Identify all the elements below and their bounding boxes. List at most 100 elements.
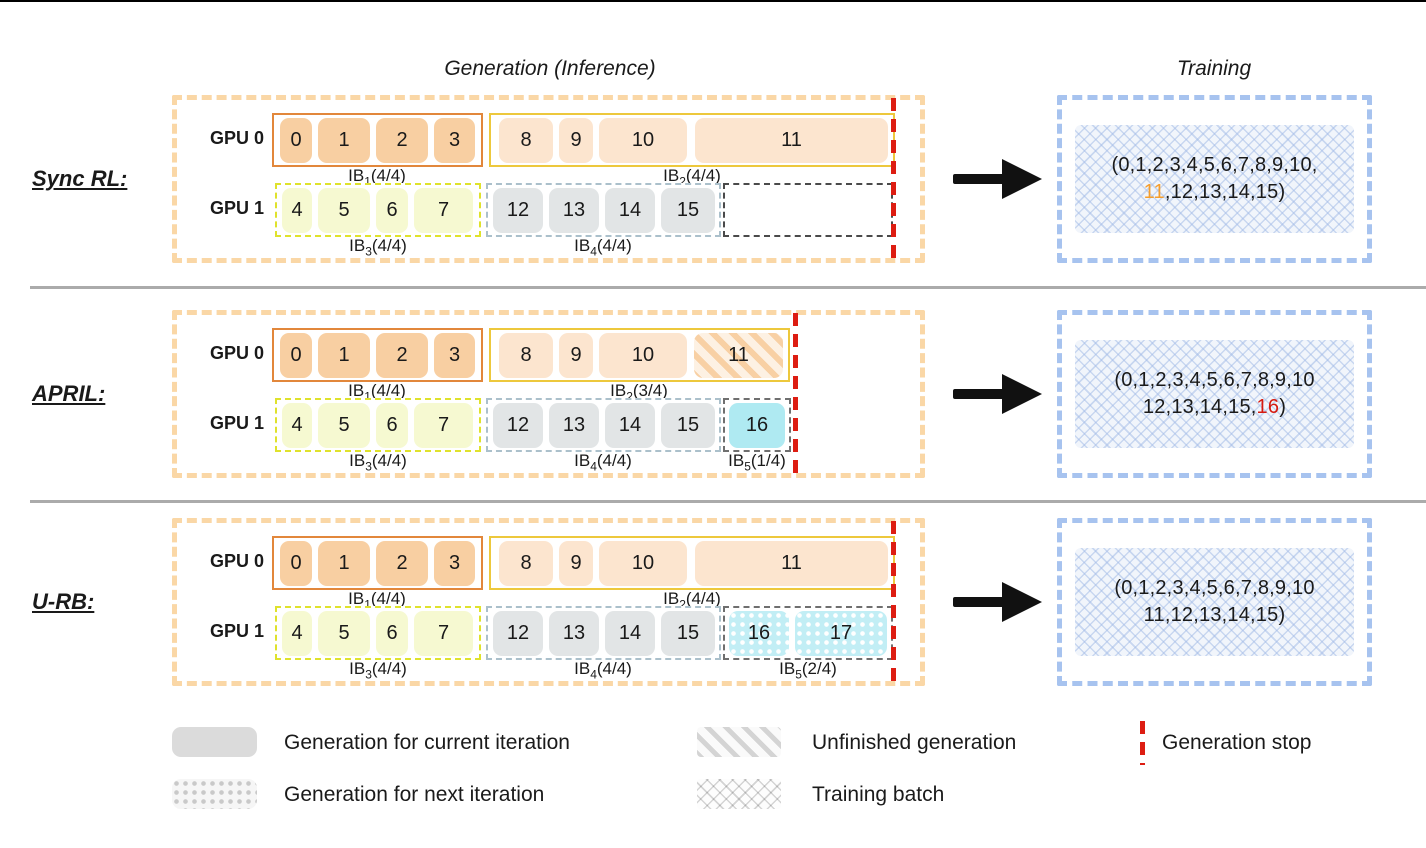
block-11-u-rb: 11 — [695, 541, 888, 586]
training-batch-segment: (0,1,2,3,4,5,6,7,8,9,10 — [1114, 577, 1315, 599]
block-15-april: 15 — [661, 403, 715, 448]
training-box-u-rb — [1057, 518, 1372, 686]
training-batch-line-2-april: 12,13,14,15,16) — [1143, 394, 1286, 421]
legend-swatch-gen-current — [172, 727, 257, 757]
row-label-u-rb: U-RB: — [32, 589, 95, 614]
arrow-icon-u-rb — [950, 579, 1045, 625]
block-4-u-rb: 4 — [282, 611, 312, 656]
legend-swatch-unfinished — [697, 727, 781, 757]
training-batch-panel-april — [1075, 340, 1354, 448]
training-batch-line-2-u-rb: 11,12,13,14,15) — [1144, 602, 1286, 629]
block-2-april: 2 — [376, 333, 428, 378]
ib-label-4-u-rb: IB4(4/4) — [574, 659, 632, 682]
block-10-april: 10 — [599, 333, 687, 378]
training-box-sync-rl — [1057, 95, 1372, 263]
block-13-u-rb: 13 — [549, 611, 599, 656]
ib-label-4-april: IB4(4/4) — [574, 451, 632, 474]
block-2-sync-rl: 2 — [376, 118, 428, 163]
block-3-sync-rl: 3 — [434, 118, 475, 163]
ib-label-2-u-rb: IB2(4/4) — [663, 589, 721, 612]
block-6-april: 6 — [376, 403, 408, 448]
gpu1-label-u-rb: GPU 1 — [209, 621, 264, 641]
ib-label-1-april: IB1(4/4) — [348, 381, 406, 404]
training-batch-segment: (0,1,2,3,4,5,6,7,8,9,10 — [1114, 369, 1315, 391]
legend-label-gen-stop: Generation stop — [1162, 731, 1312, 754]
training-batch-panel-sync-rl — [1075, 125, 1354, 233]
ib-label-1-sync-rl: IB1(4/4) — [348, 166, 406, 189]
training-header: Training — [1176, 57, 1252, 80]
generation-stop-line-april — [793, 313, 798, 475]
block-7-sync-rl: 7 — [414, 188, 473, 233]
block-8-april: 8 — [499, 333, 553, 378]
row-label-april: APRIL: — [32, 381, 106, 406]
generation-stop-line-sync-rl — [891, 98, 896, 260]
block-10-u-rb: 10 — [599, 541, 687, 586]
legend-label-training-batch: Training batch — [812, 783, 945, 806]
block-11-sync-rl: 11 — [695, 118, 888, 163]
training-batch-panel-u-rb — [1075, 548, 1354, 656]
block-3-u-rb: 3 — [434, 541, 475, 586]
block-9-u-rb: 9 — [559, 541, 593, 586]
generation-box-april — [172, 310, 925, 478]
block-2-u-rb: 2 — [376, 541, 428, 586]
block-4-sync-rl: 4 — [282, 188, 312, 233]
block-15-u-rb: 15 — [661, 611, 715, 656]
legend-swatch-training-batch — [697, 779, 781, 809]
gpu0-label-april: GPU 0 — [209, 343, 264, 363]
block-5-april: 5 — [318, 403, 370, 448]
row-separator-2 — [30, 500, 1426, 503]
block-12-sync-rl: 12 — [493, 188, 543, 233]
block-3-april: 3 — [434, 333, 475, 378]
training-batch-segment: 11,12,13,14,15) — [1143, 604, 1286, 626]
block-13-sync-rl: 13 — [549, 188, 599, 233]
legend-generation-stop-line — [1140, 721, 1145, 765]
block-4-april: 4 — [282, 403, 312, 448]
gpu1-label-april: GPU 1 — [209, 413, 264, 433]
block-6-sync-rl: 6 — [376, 188, 408, 233]
arrow-icon-sync-rl — [950, 156, 1045, 202]
training-batch-segment: 11 — [1143, 181, 1165, 203]
block-12-april: 12 — [493, 403, 543, 448]
training-batch-segment: ,12,13,14,15) — [1164, 181, 1286, 203]
block-9-april: 9 — [559, 333, 593, 378]
ib-label-5-u-rb: IB5(2/4) — [779, 659, 837, 682]
ib-label-3-u-rb: IB3(4/4) — [349, 659, 407, 682]
training-batch-text-sync-rl: (0,1,2,3,4,5,6,7,8,9,10,11,12,13,14,15) — [1075, 125, 1354, 233]
legend-label-gen-current: Generation for current iteration — [284, 731, 570, 754]
block-1-april: 1 — [318, 333, 370, 378]
block-16-u-rb: 16 — [729, 611, 789, 656]
generation-header: Generation (Inference) — [444, 57, 656, 80]
training-batch-segment: 12,13,14,15, — [1142, 396, 1257, 418]
training-batch-segment: 16 — [1256, 396, 1280, 418]
row-label-sync-rl: Sync RL: — [32, 166, 128, 191]
arrow-icon-april — [950, 371, 1045, 417]
block-1-sync-rl: 1 — [318, 118, 370, 163]
block-13-april: 13 — [549, 403, 599, 448]
block-12-u-rb: 12 — [493, 611, 543, 656]
block-7-u-rb: 7 — [414, 611, 473, 656]
gpu0-label-u-rb: GPU 0 — [209, 551, 264, 571]
training-batch-line-2-sync-rl: 11,12,13,14,15) — [1144, 179, 1286, 206]
ib-label-2-sync-rl: IB2(4/4) — [663, 166, 721, 189]
block-8-u-rb: 8 — [499, 541, 553, 586]
generation-box-u-rb — [172, 518, 925, 686]
ib-label-5-april: IB5(1/4) — [728, 451, 786, 474]
gpu1-label-sync-rl: GPU 1 — [209, 198, 264, 218]
block-14-u-rb: 14 — [605, 611, 655, 656]
training-batch-line-1-april: (0,1,2,3,4,5,6,7,8,9,10 — [1114, 367, 1314, 394]
block-15-sync-rl: 15 — [661, 188, 715, 233]
block-5-u-rb: 5 — [318, 611, 370, 656]
ib-label-1-u-rb: IB1(4/4) — [348, 589, 406, 612]
training-batch-text-april: (0,1,2,3,4,5,6,7,8,9,10 12,13,14,15,16) — [1075, 340, 1354, 448]
block-0-u-rb: 0 — [280, 541, 312, 586]
training-batch-line-1-u-rb: (0,1,2,3,4,5,6,7,8,9,10 — [1114, 575, 1314, 602]
training-batch-line-1-sync-rl: (0,1,2,3,4,5,6,7,8,9,10, — [1111, 152, 1317, 179]
top-border-line — [0, 0, 1426, 2]
block-11-april: 11 — [694, 333, 783, 378]
legend-label-unfinished: Unfinished generation — [812, 731, 1017, 754]
block-14-april: 14 — [605, 403, 655, 448]
block-6-u-rb: 6 — [376, 611, 408, 656]
container-idle-sync-rl — [723, 183, 893, 237]
block-5-sync-rl: 5 — [318, 188, 370, 233]
